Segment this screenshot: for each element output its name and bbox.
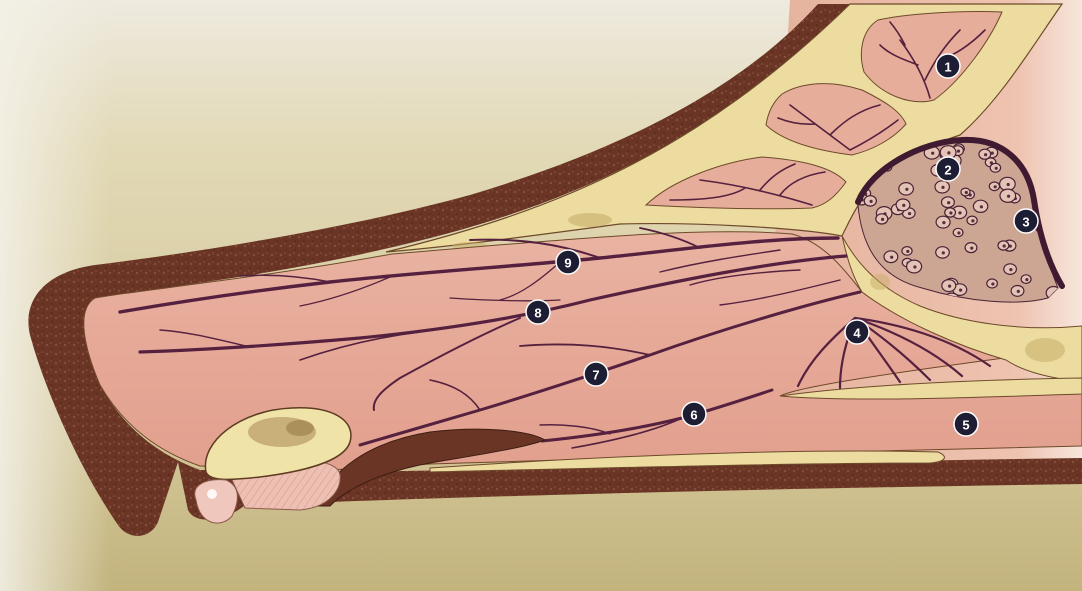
callout-number: 9 <box>564 256 571 271</box>
cell-nucleus <box>965 191 968 194</box>
cell-nucleus <box>902 204 905 207</box>
cell-nucleus <box>971 219 974 222</box>
cell-nucleus <box>991 282 994 285</box>
cell-nucleus <box>1007 195 1010 198</box>
cell-nucleus <box>957 150 960 153</box>
cell-nucleus <box>1009 268 1012 271</box>
cell-nucleus <box>908 212 911 215</box>
callout-2: 2 <box>936 157 960 181</box>
cell-nucleus <box>947 201 950 204</box>
callout-number: 8 <box>534 306 541 321</box>
cell-nucleus <box>906 250 909 253</box>
cell-nucleus <box>1017 290 1020 293</box>
callout-4: 4 <box>845 320 869 344</box>
cell-nucleus <box>949 211 952 214</box>
cell-nucleus <box>942 221 945 224</box>
cell-nucleus <box>980 205 983 208</box>
cell-nucleus <box>942 251 945 254</box>
callout-number: 5 <box>962 418 969 433</box>
callout-number: 7 <box>592 368 599 383</box>
cell-nucleus <box>913 265 916 268</box>
cell-nucleus <box>958 211 961 214</box>
cell-nucleus <box>905 188 908 191</box>
callout-5: 5 <box>954 412 978 436</box>
callout-9: 9 <box>556 250 580 274</box>
callout-3: 3 <box>1014 209 1038 233</box>
cell-nucleus <box>995 167 998 170</box>
callout-number: 2 <box>944 163 951 178</box>
cell-nucleus <box>970 247 973 250</box>
cell-nucleus <box>881 218 884 221</box>
cell-nucleus <box>948 285 951 288</box>
callout-number: 1 <box>944 60 951 75</box>
cell-nucleus <box>870 200 873 203</box>
callout-number: 4 <box>853 326 861 341</box>
callout-6: 6 <box>682 402 706 426</box>
cell-nucleus <box>984 153 987 156</box>
callout-number: 3 <box>1022 215 1029 230</box>
cell-nucleus <box>890 256 893 259</box>
callout-7: 7 <box>584 362 608 386</box>
cell-nucleus <box>1007 183 1010 186</box>
callout-1: 1 <box>936 54 960 78</box>
cell-nucleus <box>1025 278 1028 281</box>
callout-number: 6 <box>690 408 697 423</box>
cell-nucleus <box>994 185 997 188</box>
callout-8: 8 <box>526 300 550 324</box>
cell-nucleus <box>947 151 950 154</box>
cell-nucleus <box>957 231 960 234</box>
cell-nucleus <box>1003 244 1006 247</box>
cell-nucleus <box>941 186 944 189</box>
cell-nucleus <box>959 289 962 292</box>
cell-nucleus <box>931 152 934 155</box>
